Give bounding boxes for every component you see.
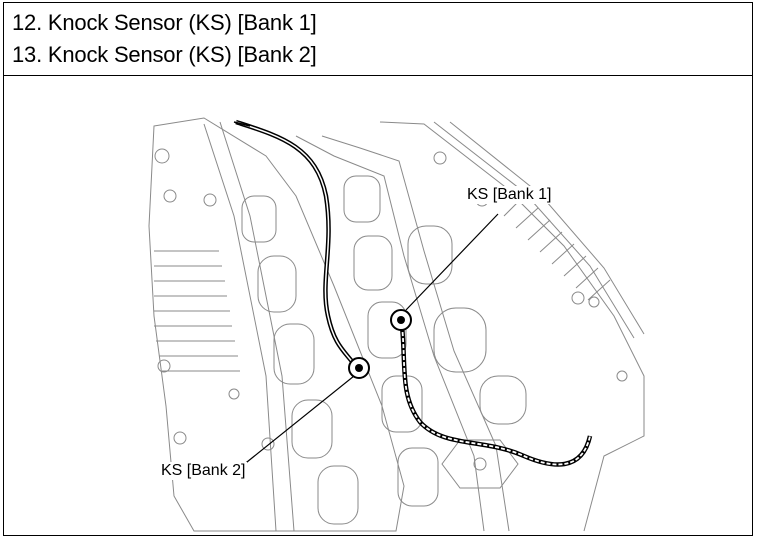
document-frame: 12. Knock Sensor (KS) [Bank 1] 13. Knock… — [3, 2, 753, 536]
engine-illustration: KS [Bank 1] KS [Bank 2] — [4, 76, 752, 537]
ks-bank1-sensor — [390, 309, 412, 331]
hex-nut — [441, 439, 519, 489]
bank1-block-outline — [379, 121, 645, 532]
bank2-block-outline — [148, 117, 405, 532]
header-item-12: 12. Knock Sensor (KS) [Bank 1] — [12, 10, 317, 35]
leader-line-bank1 — [405, 213, 499, 311]
bank1-harness — [399, 325, 593, 467]
header-section: 12. Knock Sensor (KS) [Bank 1] 13. Knock… — [4, 3, 752, 76]
ks-bank2-label: KS [Bank 2] — [160, 462, 247, 480]
leader-line-bank2 — [241, 375, 355, 467]
header-item-13: 13. Knock Sensor (KS) [Bank 2] — [12, 42, 317, 67]
engine-drawing — [148, 117, 645, 532]
ks-bank2-sensor — [348, 357, 370, 379]
ks-bank1-label: KS [Bank 1] — [466, 186, 553, 204]
bank2-harness — [235, 119, 356, 366]
valley-outline — [295, 135, 485, 532]
